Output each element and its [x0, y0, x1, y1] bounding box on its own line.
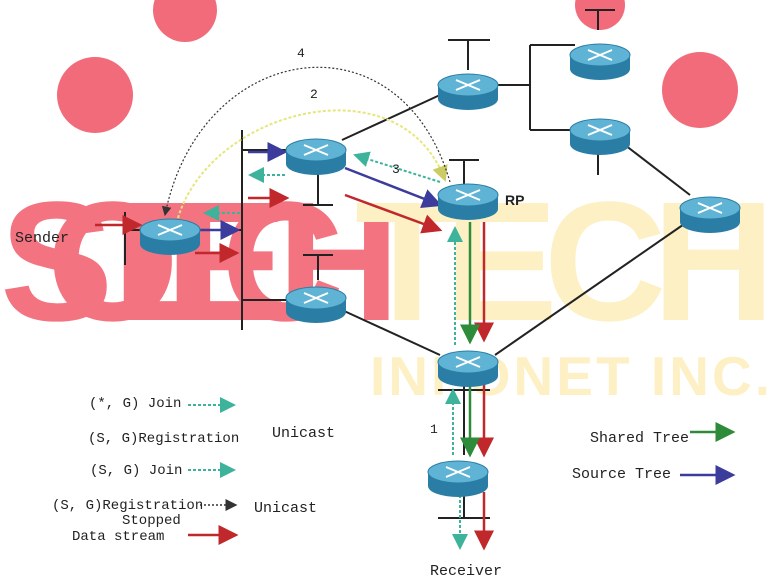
router-left-lower	[285, 286, 347, 323]
router-right-middle	[569, 118, 631, 155]
svg-text:INFONET INC.: INFONET INC.	[370, 345, 770, 407]
router-receiver	[427, 460, 489, 497]
legend-sg-registration-stopped: (S, G)Registration	[52, 498, 203, 514]
source-tree-flows	[195, 142, 443, 240]
routers	[139, 43, 741, 497]
legend-shared-tree: Shared Tree	[590, 430, 689, 447]
router-top	[437, 73, 499, 110]
legend-stopped: Stopped	[122, 513, 181, 529]
router-right-upper	[569, 43, 631, 80]
router-center	[437, 350, 499, 387]
step-label-4: 4	[297, 46, 305, 61]
legend-star-g-join: (*, G) Join	[89, 396, 181, 412]
legend-unicast-1: Unicast	[272, 425, 335, 442]
router-far-right	[679, 196, 741, 233]
svg-text:SOLTECH: SOLTECH	[0, 167, 400, 357]
router-rp	[437, 183, 499, 220]
network-links	[124, 9, 691, 519]
step-label-1: 1	[430, 422, 438, 437]
legend-unicast-2: Unicast	[254, 500, 317, 517]
registration-arc-2	[177, 109, 448, 219]
data-stream-flows	[95, 188, 494, 551]
join-flows	[203, 151, 468, 550]
legend-source-tree: Source Tree	[572, 466, 671, 483]
watermark: SOLTECH TECH INFONET INC.	[0, 0, 775, 407]
router-left-upper	[285, 138, 347, 175]
sender-label: Sender	[15, 230, 69, 247]
router-sender	[139, 218, 201, 255]
step-label-2: 2	[310, 87, 318, 102]
step-label-3: 3	[392, 162, 400, 177]
rp-label: RP	[505, 192, 524, 208]
legend-data-stream: Data stream	[72, 529, 164, 545]
stopped-arc-4	[161, 66, 451, 217]
legend-sg-join: (S, G) Join	[90, 463, 182, 479]
legend: (*, G) Join (S, G)Registration Unicast (…	[52, 396, 736, 545]
legend-sg-registration: (S, G)Registration	[88, 431, 239, 447]
receiver-label: Receiver	[430, 563, 502, 578]
